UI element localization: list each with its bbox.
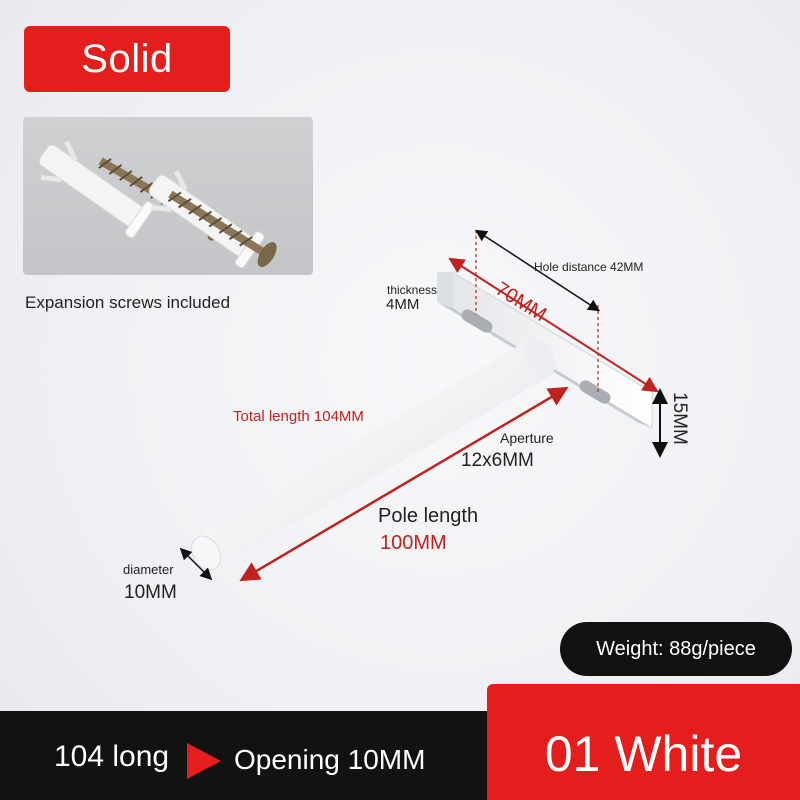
hole-distance-label: Hole distance 42MM xyxy=(534,260,644,274)
pole-length-value: 100MM xyxy=(380,532,447,554)
plate-height-label: 15MM xyxy=(669,392,690,445)
diameter-arrow xyxy=(179,547,213,581)
solid-badge: Solid xyxy=(24,26,230,92)
accessory-caption: Expansion screws included xyxy=(25,293,231,312)
total-length-arrow xyxy=(239,386,569,582)
thickness-value: 4MM xyxy=(386,296,420,313)
diameter-value: 10MM xyxy=(124,582,177,603)
aperture-label: Aperture xyxy=(500,430,554,446)
weight-badge: Weight: 88g/piece xyxy=(560,622,792,676)
screws-anchors-image xyxy=(38,140,277,269)
diameter-label: diameter xyxy=(123,562,174,577)
pole-length-label: Pole length xyxy=(378,505,479,527)
arrow-right-icon xyxy=(187,743,221,779)
screws-photo-panel xyxy=(23,117,313,275)
aperture-value: 12x6MM xyxy=(461,450,534,471)
total-length-label: Total length 104MM xyxy=(233,408,364,425)
plate-length-arrow xyxy=(448,257,659,393)
opening-spec: Opening 10MM xyxy=(234,744,426,775)
length-spec: 104 long xyxy=(54,740,170,773)
thickness-label: thickness xyxy=(387,283,438,297)
color-variant-badge: 01 White xyxy=(487,684,800,800)
